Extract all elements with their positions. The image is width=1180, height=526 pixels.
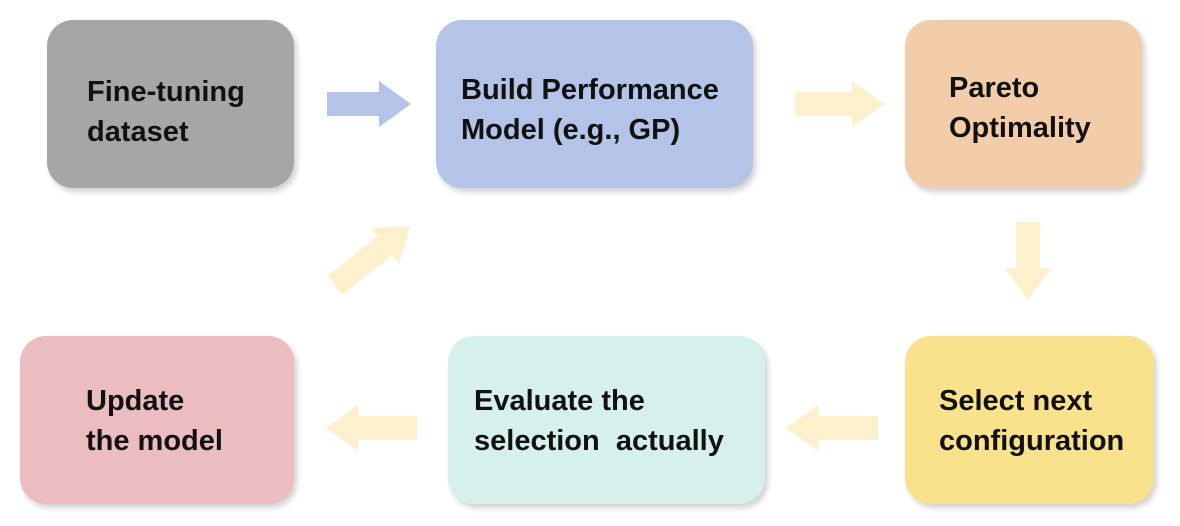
node-label: Pareto Optimality	[949, 72, 1091, 144]
arrow-select-to-evaluate	[786, 405, 878, 451]
node-build-performance-model: Build Performance Model (e.g., GP)	[436, 20, 753, 188]
arrow-pareto-to-select	[1005, 222, 1051, 300]
node-label: Fine-tuning dataset	[87, 76, 245, 148]
node-label: Select next configuration	[939, 385, 1125, 457]
arrow-finetune-to-build	[327, 81, 411, 127]
arrow-update-to-build	[327, 226, 410, 295]
node-update-the-model: Update the model	[20, 336, 294, 504]
arrow-build-to-pareto	[795, 81, 884, 127]
node-label: Evaluate the selection actually	[474, 385, 724, 457]
node-label: Build Performance Model (e.g., GP)	[461, 74, 719, 146]
arrow-evaluate-to-update	[326, 405, 417, 451]
node-label: Update the model	[86, 385, 223, 457]
node-select-next-configuration: Select next configuration	[905, 336, 1154, 504]
node-evaluate-selection: Evaluate the selection actually	[448, 336, 765, 504]
node-pareto-optimality: Pareto Optimality	[905, 20, 1142, 188]
node-fine-tuning-dataset: Fine-tuning dataset	[47, 20, 294, 188]
